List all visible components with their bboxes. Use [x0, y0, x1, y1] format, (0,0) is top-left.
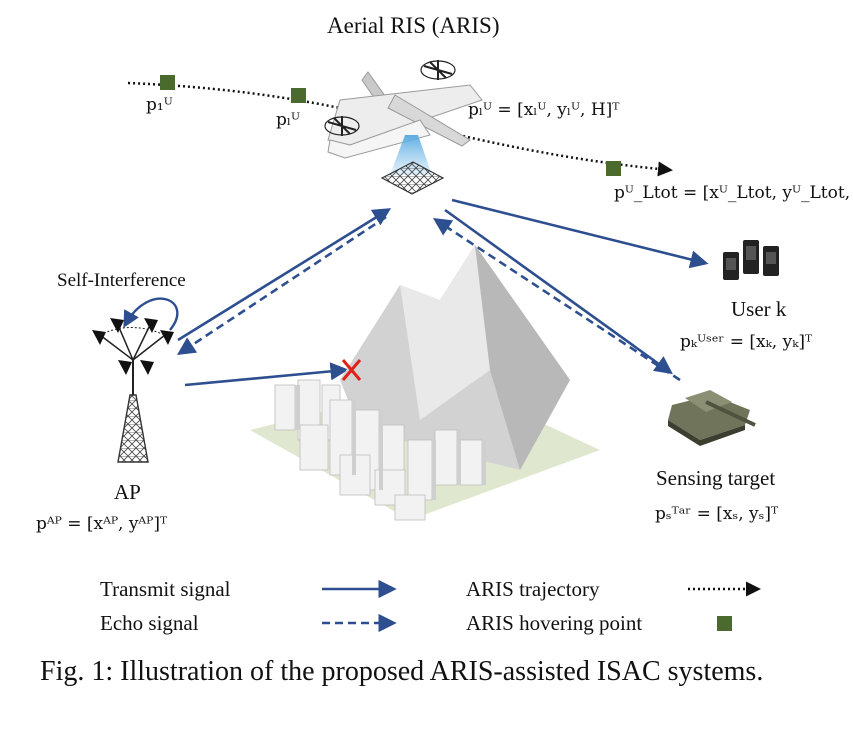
- label-pL-equation: pᵁ_Ltot = [xᵁ_Ltot, yᵁ_Ltot, H]ᵀ: [614, 183, 853, 203]
- hover-point-1: [160, 75, 175, 90]
- ap-tower-icon: [92, 318, 174, 463]
- diagram-title: Aerial RIS (ARIS): [327, 13, 500, 38]
- target-cross-mark: [341, 359, 362, 381]
- hover-point-last: [606, 161, 621, 176]
- user-devices-icon: [723, 240, 779, 280]
- label-pl: pₗᵁ: [276, 110, 301, 130]
- label-target-equation: pₛᵀᵃʳ = [xₛ, yₛ]ᵀ: [655, 504, 779, 524]
- figure-caption: Fig. 1: Illustration of the proposed ARI…: [40, 656, 764, 687]
- label-p1: p₁ᵁ: [146, 95, 173, 115]
- legend-trajectory-label: ARIS trajectory: [466, 577, 600, 601]
- legend-echo-label: Echo signal: [100, 611, 199, 635]
- aris-trajectory: [127, 81, 673, 177]
- signal-ris-to-user: [451, 198, 709, 269]
- echo-target-to-ris: [432, 218, 681, 382]
- city-mountain-illustration: [250, 245, 600, 521]
- label-self-interference: Self-Interference: [57, 270, 186, 291]
- drone-icon: [324, 60, 483, 195]
- signal-ap-to-city: [184, 362, 349, 387]
- signal-ap-to-ris: [177, 208, 392, 342]
- label-user-equation: pₖᵁˢᵉʳ = [xₖ, yₖ]ᵀ: [680, 332, 813, 352]
- legend-hover-square: [717, 616, 732, 631]
- label-user: User k: [731, 297, 787, 321]
- echo-ris-to-ap: [176, 215, 387, 356]
- tank-icon: [668, 390, 756, 446]
- hover-point-l: [291, 88, 306, 103]
- signal-ris-to-target: [444, 208, 673, 375]
- legend-transmit-label: Transmit signal: [100, 577, 231, 601]
- legend-hover-label: ARIS hovering point: [466, 611, 643, 635]
- label-sensing-target: Sensing target: [656, 466, 776, 490]
- self-interference-arrow: [123, 297, 179, 331]
- label-ap-equation: pᴬᴾ = [xᴬᴾ, yᴬᴾ]ᵀ: [36, 514, 168, 534]
- label-ap: AP: [114, 480, 141, 504]
- label-pl-equation: pₗᵁ = [xₗᵁ, yₗᵁ, H]ᵀ: [468, 100, 620, 120]
